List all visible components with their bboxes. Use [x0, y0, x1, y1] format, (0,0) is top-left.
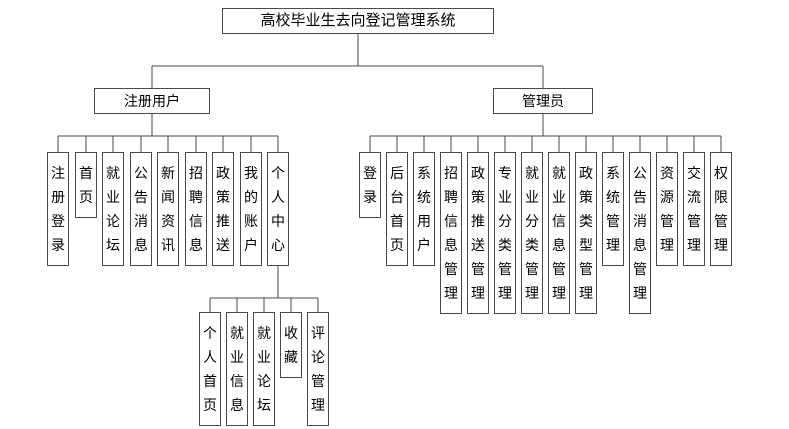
node-favorites: 收藏 — [280, 312, 302, 378]
node-employment-forum: 就业论坛 — [102, 152, 124, 266]
node-communication-management: 交流管理 — [683, 152, 705, 266]
node-system-users: 系统用户 — [413, 152, 435, 266]
node-admin-login: 登录 — [359, 152, 381, 218]
node-recruitment-info: 招聘信息 — [185, 152, 207, 266]
node-policy-push: 政策推送 — [212, 152, 234, 266]
node-policy-type-management: 政策类型管理 — [575, 152, 597, 314]
root-node: 高校毕业生去向登记管理系统 — [222, 8, 494, 34]
branch-registered-user: 注册用户 — [94, 88, 210, 114]
node-permission-management: 权限管理 — [710, 152, 732, 266]
node-employment-category-management: 就业分类管理 — [521, 152, 543, 314]
branch-admin: 管理员 — [493, 88, 593, 114]
node-policy-push-management: 政策推送管理 — [467, 152, 489, 314]
node-register-login: 注册登录 — [47, 152, 69, 266]
node-announcement: 公告消息 — [130, 152, 152, 266]
node-system-management: 系统管理 — [602, 152, 624, 266]
node-home: 首页 — [75, 152, 97, 218]
node-recruitment-info-management: 招聘信息管理 — [440, 152, 462, 314]
node-employment-info-management: 就业信息管理 — [548, 152, 570, 314]
node-personal-center: 个人中心 — [267, 152, 289, 266]
node-comment-management: 评论管理 — [307, 312, 329, 426]
node-resource-management: 资源管理 — [656, 152, 678, 266]
node-news: 新闻资讯 — [157, 152, 179, 266]
node-employment-forum-personal: 就业论坛 — [253, 312, 275, 426]
node-backend-home: 后台首页 — [386, 152, 408, 266]
node-employment-info: 就业信息 — [226, 312, 248, 426]
node-personal-home: 个人首页 — [199, 312, 221, 426]
node-announcement-management: 公告消息管理 — [629, 152, 651, 314]
node-my-account: 我的账户 — [240, 152, 262, 266]
node-major-category-management: 专业分类管理 — [494, 152, 516, 314]
